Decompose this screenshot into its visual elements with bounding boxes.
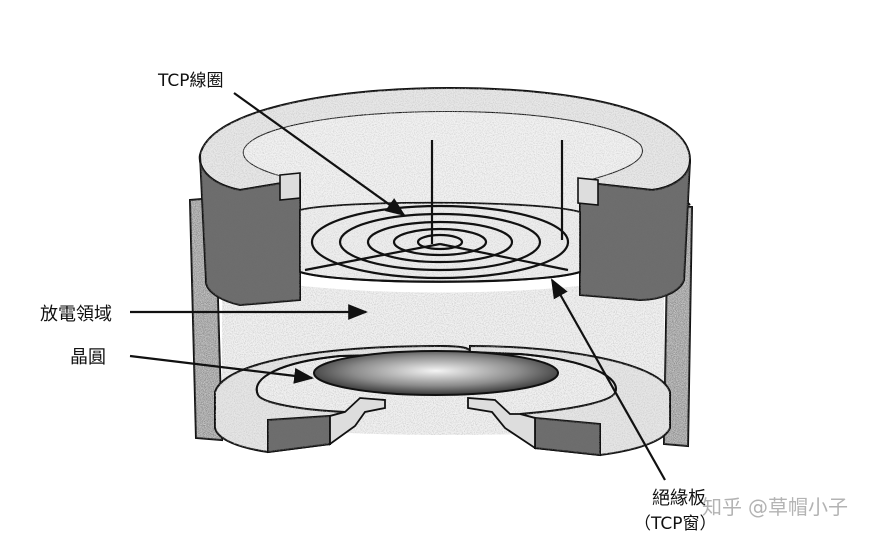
watermark-author: @草帽小子: [748, 495, 848, 519]
bottom-electrode: [214, 344, 671, 457]
watermark: 知乎 @草帽小子: [702, 495, 848, 519]
wafer: [313, 350, 559, 396]
label-discharge-region: 放電領域: [40, 304, 112, 325]
watermark-brand: 知乎: [702, 495, 742, 519]
label-insulator-line2: （TCP窗）: [634, 514, 717, 534]
leader-lines: [129, 92, 666, 481]
leader-insulator: [551, 278, 666, 481]
label-wafer: 晶圓: [70, 347, 106, 368]
leader-tcp-coil: [233, 92, 406, 217]
label-tcp-coil: TCP線圈: [157, 71, 224, 91]
tcp-coil: [304, 140, 570, 280]
leader-wafer: [129, 354, 314, 384]
label-insulator-line1: 絕緣板: [652, 488, 706, 509]
